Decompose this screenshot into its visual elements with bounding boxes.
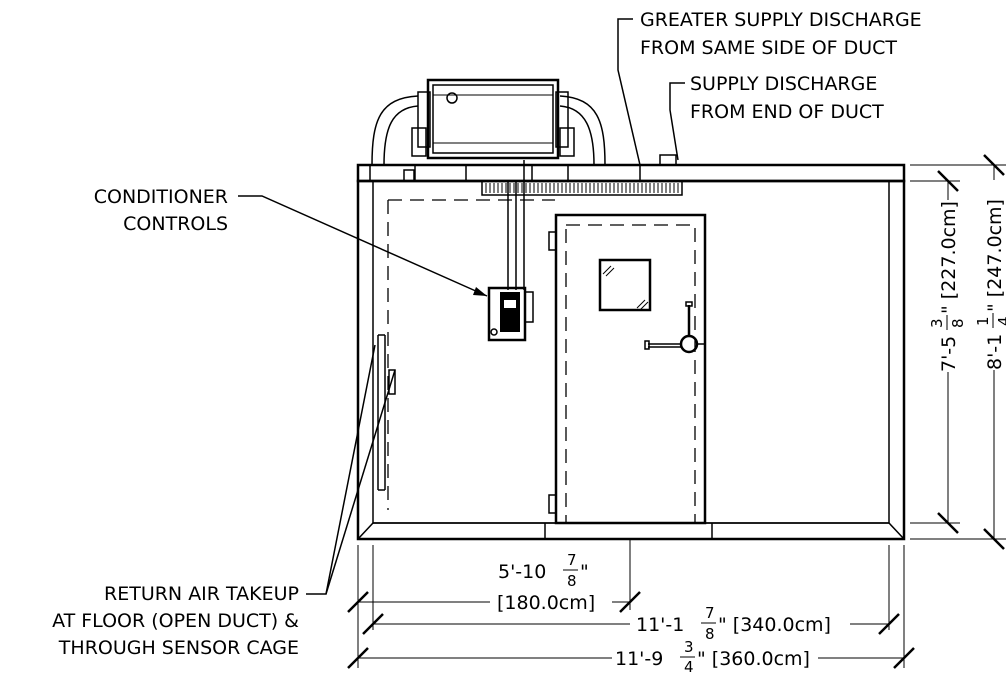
outer-height-num: 1 <box>974 316 992 326</box>
callout-return-line2: AT FLOOR (OPEN DUCT) & <box>52 610 299 632</box>
outer-width-tail: " [360.0cm] <box>697 648 810 670</box>
dimension-outer-height: 8'-1 1 4 " [247.0cm] <box>974 154 1006 550</box>
inner-width-num: 7 <box>705 604 715 622</box>
conditioner-controls-box[interactable] <box>487 286 534 342</box>
inner-width-den: 8 <box>705 625 715 643</box>
callout-greater-supply: GREATER SUPPLY DISCHARGE FROM SAME SIDE … <box>617 9 922 166</box>
door-handle[interactable] <box>644 301 705 354</box>
callout-return-air: RETURN AIR TAKEUP AT FLOOR (OPEN DUCT) &… <box>52 344 396 659</box>
inner-height-den: 8 <box>949 318 967 328</box>
outer-width-num: 3 <box>684 638 694 656</box>
outer-width-den: 4 <box>684 658 694 675</box>
door-offset-whole: 5'-10 <box>498 561 546 583</box>
door-offset-tail: " <box>580 561 589 583</box>
callout-greater-supply-line2: FROM SAME SIDE OF DUCT <box>640 37 897 59</box>
inner-height-num: 3 <box>928 318 946 328</box>
door-offset-metric: [180.0cm] <box>497 592 595 614</box>
outer-height-den: 4 <box>995 316 1006 326</box>
inner-height-whole: 7'-5 <box>938 336 960 372</box>
dimension-inner-height: 7'-5 3 8 " [227.0cm] <box>928 170 967 534</box>
inner-width-whole: 11'-1 <box>636 614 684 636</box>
door-offset-num: 7 <box>567 551 577 569</box>
chamber-walls <box>356 179 906 541</box>
callout-controls-line2: CONTROLS <box>123 213 228 235</box>
callout-supply-end: SUPPLY DISCHARGE FROM END OF DUCT <box>669 73 884 161</box>
callout-return-line3: THROUGH SENSOR CAGE <box>58 637 299 659</box>
air-conditioner-unit <box>371 78 606 166</box>
dimension-outer-width: 11'-9 3 4 " [360.0cm] <box>347 638 915 675</box>
callout-greater-supply-line1: GREATER SUPPLY DISCHARGE <box>640 9 922 31</box>
door-offset-den: 8 <box>567 572 577 590</box>
callout-supply-end-line1: SUPPLY DISCHARGE <box>690 73 877 95</box>
callout-return-line1: RETURN AIR TAKEUP <box>104 583 299 605</box>
inner-height-tail: " [227.0cm] <box>938 201 960 314</box>
roof-supply-duct <box>356 154 906 196</box>
callout-controls: CONDITIONER CONTROLS <box>94 186 488 297</box>
outer-height-whole: 8'-1 <box>984 334 1006 370</box>
dimension-extension-lines <box>357 164 1006 668</box>
outer-height-tail: " [247.0cm] <box>984 199 1006 312</box>
chamber-door[interactable] <box>548 213 707 525</box>
dimension-inner-width: 11'-1 7 8 " [340.0cm] <box>362 604 900 643</box>
door-window <box>598 258 652 312</box>
callout-supply-end-line2: FROM END OF DUCT <box>690 101 884 123</box>
inner-width-tail: " [340.0cm] <box>718 614 831 636</box>
outer-width-whole: 11'-9 <box>615 648 663 670</box>
dimension-door-offset: 5'-10 7 8 " [180.0cm] <box>347 551 641 614</box>
control-conduit <box>507 160 525 290</box>
callout-controls-line1: CONDITIONER <box>94 186 228 208</box>
